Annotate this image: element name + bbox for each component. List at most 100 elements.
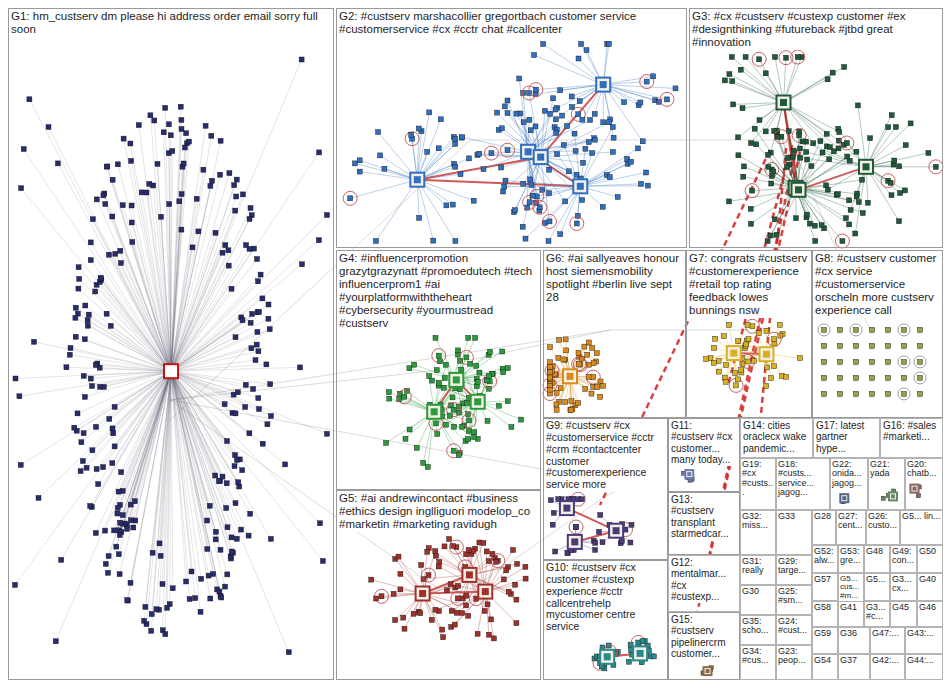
vertex — [421, 460, 426, 465]
vertex — [853, 231, 858, 236]
edge-line — [580, 148, 638, 186]
vertex — [586, 340, 591, 345]
vertex — [576, 112, 581, 117]
vertex — [210, 178, 215, 183]
vertex — [724, 363, 729, 368]
vertex — [179, 127, 184, 132]
vertex — [804, 150, 809, 155]
vertex — [843, 216, 848, 221]
vertex — [467, 418, 472, 423]
hub-vertex — [609, 524, 623, 538]
edge-line — [350, 180, 417, 199]
vertex — [818, 139, 823, 144]
vertex — [431, 238, 436, 243]
vertex — [558, 386, 563, 391]
vertex — [244, 243, 249, 248]
vertex — [726, 322, 731, 327]
edge-line — [21, 371, 171, 465]
vertex — [286, 650, 291, 655]
vertex — [748, 206, 753, 211]
vertex — [98, 275, 103, 280]
vertex — [640, 139, 645, 144]
hub-vertex-image — [763, 351, 770, 358]
vertex — [588, 118, 593, 123]
hub-vertex — [760, 347, 774, 361]
vertex — [594, 351, 599, 356]
vertex — [854, 391, 859, 396]
vertex — [533, 87, 538, 92]
vertex — [918, 391, 923, 396]
vertex — [386, 390, 391, 395]
vertex — [456, 348, 461, 353]
hub-vertex-image — [419, 590, 426, 597]
hub-vertex — [911, 485, 919, 493]
vertex — [81, 431, 86, 436]
vertex — [269, 414, 274, 419]
vertex — [450, 202, 455, 207]
vertex — [76, 286, 81, 291]
vertex — [740, 106, 745, 111]
vertex — [530, 193, 535, 198]
vertex — [157, 541, 162, 546]
vertex — [90, 217, 95, 222]
vertex — [416, 126, 421, 131]
vertex — [220, 250, 225, 255]
vertex — [441, 385, 446, 390]
vertex — [98, 384, 103, 389]
vertex — [547, 219, 552, 224]
self-loop — [898, 324, 910, 336]
vertex — [442, 544, 447, 549]
vertex — [772, 217, 777, 222]
vertex — [756, 331, 761, 336]
vertex — [235, 458, 240, 463]
hub-vertex — [727, 346, 741, 360]
hub-vertex-image — [567, 373, 574, 380]
vertex — [564, 348, 569, 353]
vertex — [886, 391, 891, 396]
vertex — [260, 296, 265, 301]
vertex — [257, 407, 262, 412]
vertex — [218, 172, 223, 177]
vertex — [902, 343, 907, 348]
vertex — [382, 166, 387, 171]
self-loop — [881, 174, 895, 188]
vertex — [454, 610, 459, 615]
vertex — [585, 352, 590, 357]
vertex — [553, 107, 558, 112]
edge-line — [528, 120, 590, 152]
vertex — [253, 358, 258, 363]
vertex — [581, 160, 586, 165]
vertex — [433, 607, 438, 612]
vertex — [566, 169, 571, 174]
vertex — [763, 129, 768, 134]
vertex — [229, 535, 234, 540]
vertex — [523, 236, 528, 241]
vertex — [554, 407, 559, 412]
vertex — [101, 193, 106, 198]
hub-vertex-image — [431, 408, 438, 415]
vertex — [551, 96, 556, 101]
vertex — [723, 379, 728, 384]
vertex — [459, 135, 464, 140]
edge-line — [580, 127, 613, 186]
edge-line — [543, 44, 603, 85]
vertex — [110, 426, 115, 431]
vertex — [452, 622, 457, 627]
edge-line — [171, 371, 323, 561]
vertex — [139, 190, 144, 195]
vertex — [838, 327, 843, 332]
vertex — [86, 312, 91, 317]
vertex — [232, 464, 237, 469]
vertex — [155, 161, 160, 166]
vertex — [466, 335, 471, 340]
vertex — [580, 117, 585, 122]
vertex — [772, 337, 777, 342]
hub-vertex — [568, 535, 582, 549]
vertex — [240, 192, 245, 197]
hub-vertex — [462, 568, 476, 582]
vertex — [764, 384, 769, 389]
edge-line — [360, 172, 418, 180]
vertex — [464, 355, 469, 360]
link-line — [170, 400, 600, 480]
self-loop — [898, 356, 910, 368]
